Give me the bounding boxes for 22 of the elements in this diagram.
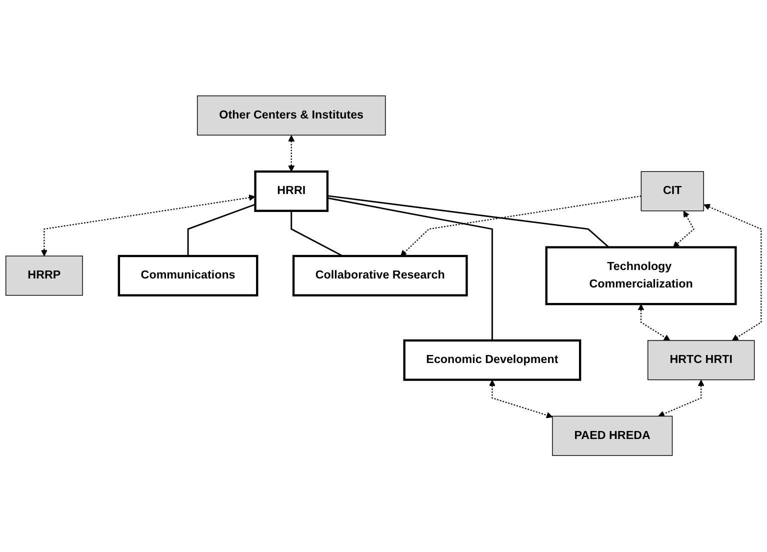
arrow: [288, 135, 295, 172]
node-box: CIT: [640, 172, 704, 212]
node-box: Communications: [118, 255, 258, 297]
arrow: [400, 196, 642, 257]
node-box: HRTC HRTI: [648, 340, 755, 380]
arrow: [672, 211, 694, 248]
arrow: [638, 304, 670, 342]
arrow: [704, 204, 762, 342]
arrow: [40, 194, 256, 257]
node-box: Other Centers & Institutes: [196, 96, 386, 136]
connector: [327, 195, 610, 248]
arrow: [658, 380, 704, 418]
node-box: Economic Development: [403, 340, 582, 382]
node-box: HRRP: [5, 256, 83, 296]
node-box: Collaborative Research: [292, 255, 468, 297]
node-box: HRRI: [254, 170, 329, 212]
connector: [327, 198, 493, 341]
node-box: PAED HREDA: [552, 416, 673, 456]
node-box: Technology Commercialization: [545, 246, 737, 306]
connector: [187, 204, 256, 256]
connector: [290, 211, 344, 257]
arrow: [489, 380, 553, 419]
